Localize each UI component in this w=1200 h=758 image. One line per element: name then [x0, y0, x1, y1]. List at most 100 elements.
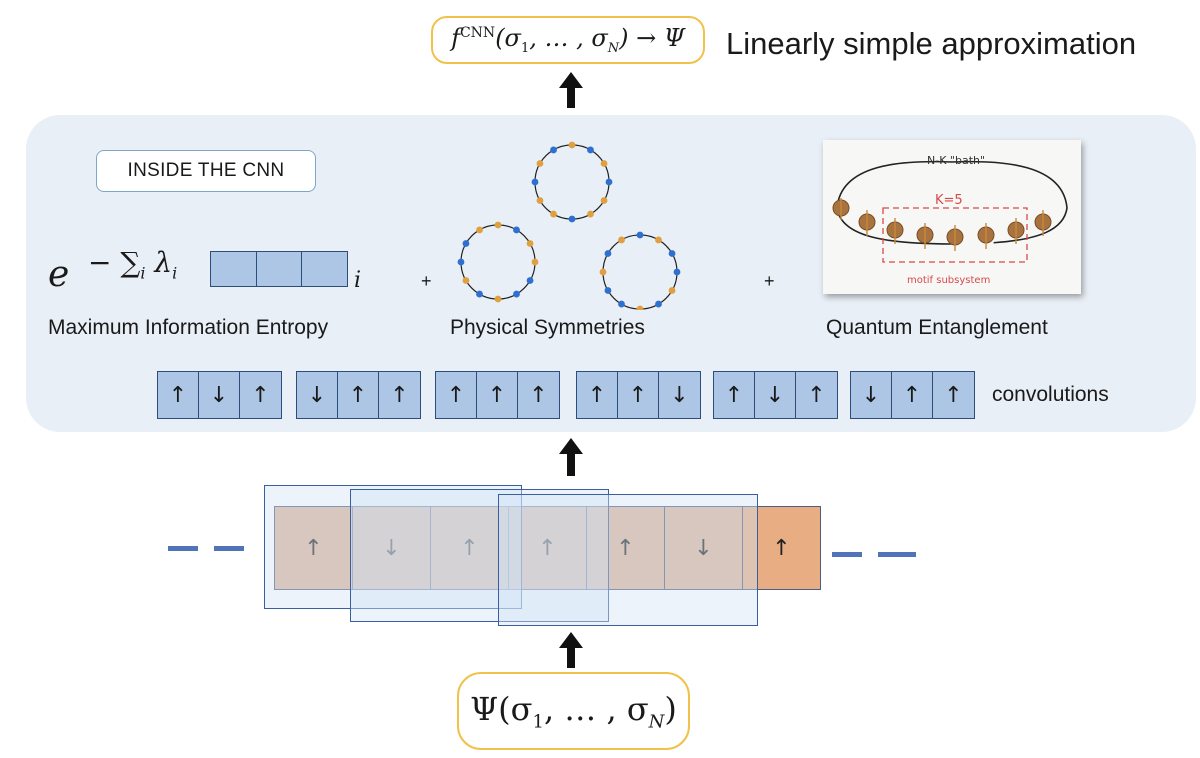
conv-group: ↑ ↑ ↑ [435, 371, 560, 419]
spin-cell: ↑ [577, 372, 618, 418]
entropy-trailing-index: i [354, 268, 362, 293]
convolutions-label: convolutions [992, 383, 1109, 406]
spin-cell: ↑ [436, 372, 477, 418]
entropy-exponent: − ∑i λi [88, 246, 178, 283]
entanglement-drawing: N-K "bath" K=5 motif subsystem [832, 154, 1068, 286]
spin-dot [587, 210, 594, 218]
entanglement-sketch: N-K "bath" K=5 motif subsystem [823, 140, 1081, 294]
spin-cell: ↑ [714, 372, 755, 418]
spin-cell: ↑ [158, 372, 199, 418]
spin-dot [536, 197, 544, 204]
spin-dot [600, 160, 608, 167]
spin-dot [462, 277, 470, 284]
spin-dot [457, 258, 465, 266]
input-wavefunction-box: Ψ(σ1, … , σN) [457, 672, 690, 750]
spin-cell: ↓ [851, 372, 892, 418]
spin-dot [494, 221, 502, 229]
spin-dot [531, 258, 539, 266]
approximation-label: Linearly simple approximation [726, 26, 1137, 61]
motif-label: motif subsystem [907, 275, 990, 286]
spin-dot [568, 215, 576, 223]
spin-dot [476, 226, 483, 234]
spin-dot [636, 305, 644, 310]
spin-cell: ↑ [518, 372, 559, 418]
plus-sign: + [421, 271, 432, 291]
input-wavefunction: Ψ(σ1, … , σN) [470, 689, 677, 733]
entanglement-caption: Quantum Entanglement [826, 316, 1048, 339]
output-formula: fCNN(σ1, … , σN) → Ψ [451, 24, 685, 56]
spin-cell: ↑ [796, 372, 837, 418]
arrow-up-icon [559, 438, 583, 476]
spin-cell: ↓ [199, 372, 240, 418]
spin-cell: ↓ [297, 372, 338, 418]
entropy-vector [210, 251, 348, 287]
conv-group: ↓ ↑ ↑ [296, 371, 421, 419]
spin-dot [513, 290, 520, 298]
symmetries-caption: Physical Symmetries [450, 316, 645, 339]
spin-dot [587, 146, 594, 154]
entropy-caption: Maximum Information Entropy [48, 316, 329, 339]
spin-dot [462, 240, 470, 247]
spin-cell: ↓ [659, 372, 700, 418]
spin-cell: ↓ [755, 372, 796, 418]
spin-cell: ↑ [477, 372, 518, 418]
spin-dot [636, 231, 644, 239]
symmetry-ring [602, 234, 678, 310]
convolution-window [498, 494, 758, 626]
spin-dot [599, 268, 607, 276]
spin-dot [618, 236, 625, 244]
spin-dot [536, 160, 544, 167]
spin-dot [655, 300, 662, 308]
spin-chain: ↑ ↓ ↑ ↑ ↑ ↓ ↑ [274, 506, 821, 590]
entropy-formula: e [48, 254, 70, 295]
arrow-up-icon [559, 72, 583, 108]
bath-label: N-K "bath" [927, 154, 985, 167]
convolution-window [264, 485, 522, 609]
spin-dot [568, 141, 576, 149]
spin-dot [655, 236, 662, 244]
convolution-window [350, 489, 609, 622]
plus-sign: + [764, 271, 775, 291]
chain-ellipsis-right [878, 552, 916, 557]
panel-label: INSIDE THE CNN [96, 150, 316, 192]
chain-ellipsis-left [214, 546, 244, 551]
spin-cell: ↑ [742, 506, 821, 590]
chain-ellipsis-left [168, 546, 198, 551]
spin-dot [550, 146, 557, 154]
spin-cell: ↑ [379, 372, 420, 418]
arrow-up-icon [559, 632, 583, 668]
spin-dot [526, 277, 534, 284]
spin-dot [531, 178, 539, 186]
spin-cell: ↑ [430, 506, 509, 590]
spin-cell: ↓ [352, 506, 431, 590]
conv-group: ↑ ↓ ↑ [157, 371, 282, 419]
spin-cell: ↑ [618, 372, 659, 418]
conv-group: ↑ ↑ ↓ [576, 371, 701, 419]
spin-dot [550, 210, 557, 218]
spin-dot [604, 287, 612, 294]
symmetry-ring [534, 144, 610, 220]
spin-dot [604, 250, 612, 257]
output-formula-box: fCNN(σ1, … , σN) → Ψ [431, 16, 705, 64]
spin-cell: ↓ [664, 506, 743, 590]
spin-cell: ↑ [586, 506, 665, 590]
spin-dot [526, 240, 534, 247]
spin-dot [494, 295, 502, 303]
k-label: K=5 [935, 193, 963, 208]
spin-dot [668, 250, 676, 257]
spin-dot [668, 287, 676, 294]
spin-dot [673, 268, 681, 276]
spin-dot [605, 178, 613, 186]
spin-dot [513, 226, 520, 234]
spin-dot [618, 300, 625, 308]
spin-dot [476, 290, 483, 298]
symmetry-ring [460, 224, 536, 300]
spin-dot [600, 197, 608, 204]
conv-group: ↓ ↑ ↑ [850, 371, 975, 419]
spin-cell: ↑ [338, 372, 379, 418]
spin-cell: ↑ [933, 372, 974, 418]
spin-cell: ↑ [892, 372, 933, 418]
spin-cell: ↑ [274, 506, 353, 590]
spin-cell: ↑ [240, 372, 281, 418]
chain-ellipsis-right [832, 552, 862, 557]
